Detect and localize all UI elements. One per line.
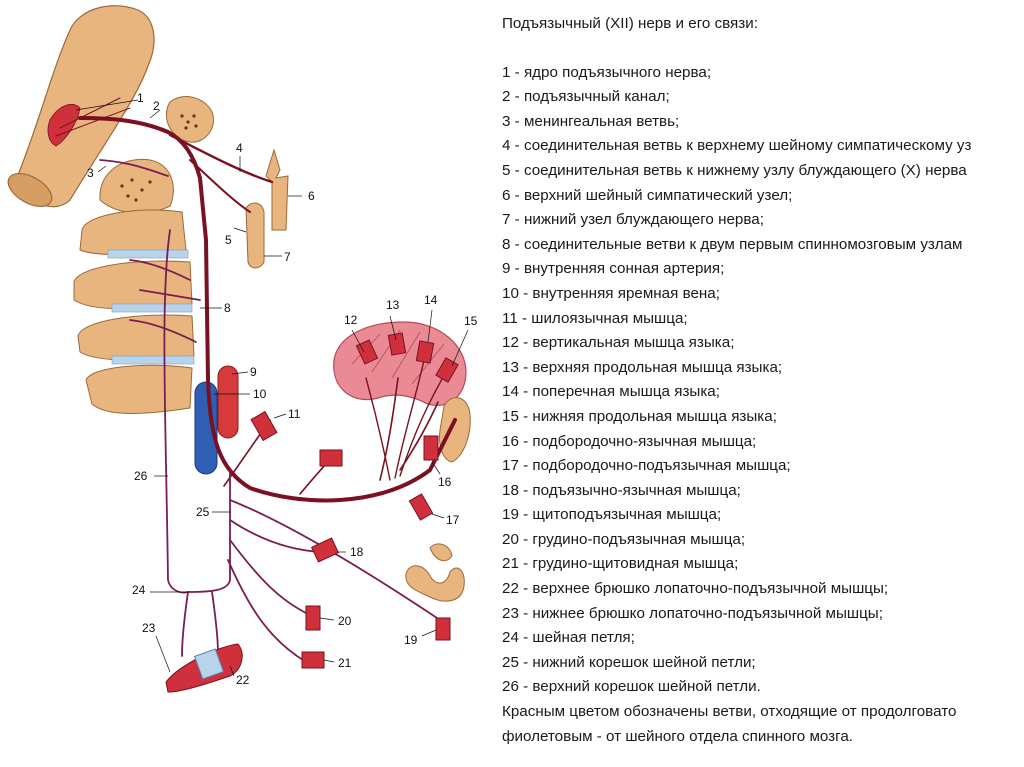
label-13: 13	[386, 298, 400, 312]
label-17: 17	[446, 513, 460, 527]
diagram-labels: 1 2 3 4 5 6 7 8 9 10 11 12 13 14 15 16 1…	[87, 91, 478, 687]
legend-item-16: 16 - подбородочно-язычная мышца;	[502, 432, 757, 450]
hypoglossal-canal-bone	[165, 96, 214, 143]
legend-item-26: 26 - верхний корешок шейной петли.	[502, 678, 761, 696]
legend-item-6: 6 - верхний шейный симпатический узел;	[502, 186, 793, 204]
label-6: 6	[308, 189, 315, 203]
label-22: 22	[236, 673, 250, 687]
legend-item-14: 14 - поперечная мышца языка;	[502, 383, 720, 401]
violet-nerve-branches	[99, 159, 441, 663]
legend-item-19: 19 - щитоподъязычная мышца;	[502, 506, 722, 524]
inferior-vagus-ganglion	[245, 202, 265, 269]
legend-item-20: 20 - грудино-подъязычная мышца;	[502, 530, 746, 548]
label-1: 1	[137, 91, 144, 105]
legend-item-11: 11 - шилоязычная мышца;	[502, 309, 688, 327]
label-10: 10	[253, 387, 267, 401]
label-18: 18	[350, 545, 364, 559]
label-21: 21	[338, 656, 352, 670]
legend-item-23: 23 - нижнее брюшко лопаточно-подъязычной…	[502, 604, 883, 622]
internal-carotid-artery	[217, 365, 239, 439]
legend-item-10: 10 - внутренняя яремная вена;	[502, 284, 720, 302]
label-14: 14	[424, 293, 438, 307]
omohyoid-tendon	[193, 648, 225, 680]
legend-item-13: 13 - верхняя продольная мышца языка;	[502, 358, 783, 376]
legend-item-17: 17 - подбородочно-подъязычная мышца;	[502, 457, 791, 475]
legend-item-15: 15 - нижняя продольная мышца языка;	[502, 407, 777, 425]
hyoid-bone-tip	[429, 543, 453, 562]
label-26: 26	[134, 469, 148, 483]
legend-item-24: 24 - шейная петля;	[502, 629, 635, 647]
label-25: 25	[196, 505, 210, 519]
label-2: 2	[153, 99, 160, 113]
legend-item-12: 12 - вертикальная мышца языка;	[502, 334, 735, 352]
hyoid-bone	[405, 565, 465, 602]
label-24: 24	[132, 583, 146, 597]
legend-item-25: 25 - нижний корешок шейной петли;	[502, 653, 756, 671]
legend-item-18: 18 - подъязычно-язычная мышца;	[502, 481, 741, 499]
label-4: 4	[236, 141, 243, 155]
legend-item-8: 8 - соединительные ветви к двум первым с…	[502, 235, 963, 253]
label-15: 15	[464, 314, 478, 328]
legend-title: Подъязычный (XII) нерв и его связи:	[502, 15, 758, 32]
legend-note-violet: фиолетовым - от шейного отдела спинного …	[502, 727, 854, 745]
legend: Подъязычный (XII) нерв и его связи: 1 - …	[502, 12, 1024, 757]
cervical-vertebrae	[73, 209, 195, 414]
label-7: 7	[284, 250, 291, 264]
legend-item-22: 22 - верхнее брюшко лопаточно-подъязычно…	[502, 580, 889, 598]
legend-item-5: 5 - соединительная ветвь к нижнему узлу …	[502, 161, 967, 179]
label-23: 23	[142, 621, 156, 635]
legend-item-9: 9 - внутренняя сонная артерия;	[502, 260, 725, 278]
label-20: 20	[338, 614, 352, 628]
hypoglossal-nerve-diagram: 1 2 3 4 5 6 7 8 9 10 11 12 13 14 15 16 1…	[7, 5, 478, 693]
legend-note-red: Красным цветом обозначены ветви, отходящ…	[502, 703, 957, 721]
legend-item-4: 4 - соединительная ветвь к верхнему шейн…	[502, 137, 972, 155]
mandible	[439, 397, 471, 463]
leader-lines	[75, 99, 469, 677]
label-16: 16	[438, 475, 452, 489]
label-19: 19	[404, 633, 418, 647]
label-3: 3	[87, 166, 94, 180]
legend-item-2: 2 - подъязычный канал;	[502, 88, 670, 106]
legend-item-1: 1 - ядро подъязычного нерва;	[502, 63, 712, 81]
legend-item-7: 7 - нижний узел блуждающего нерва;	[502, 211, 764, 229]
label-11: 11	[288, 407, 301, 421]
label-5: 5	[225, 233, 232, 247]
legend-item-21: 21 - грудино-щитовидная мышца;	[502, 555, 739, 573]
legend-item-3: 3 - менингеальная ветвь;	[502, 112, 680, 130]
label-12: 12	[344, 313, 358, 327]
brainstem	[7, 5, 155, 208]
atlas-bone	[99, 158, 174, 214]
label-9: 9	[250, 365, 257, 379]
superior-cervical-ganglion	[265, 148, 289, 231]
label-8: 8	[224, 301, 231, 315]
